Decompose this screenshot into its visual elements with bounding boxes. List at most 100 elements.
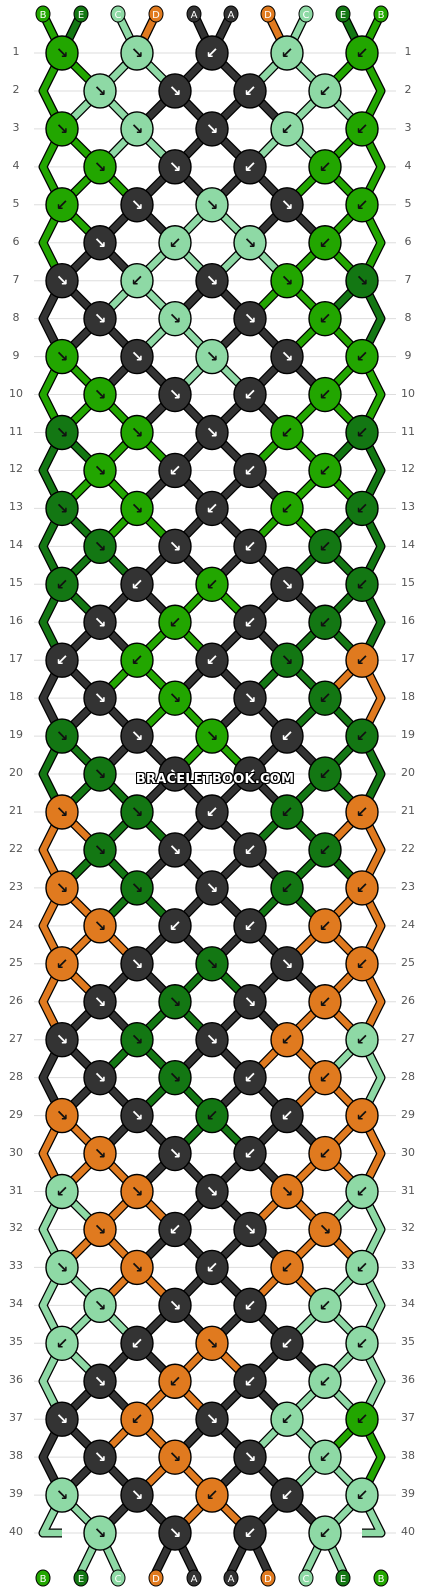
strand-label-bead [35,5,51,23]
knot-arrow-icon: ↙ [131,651,144,669]
knot: ↙ [120,1325,154,1362]
knot-arrow-icon: ↙ [131,272,144,290]
knot-arrow-icon: ↘ [169,1296,182,1314]
knot-arrow-icon: ↙ [319,310,332,328]
knot: ↘ [45,35,79,71]
knot: ↙ [345,1249,379,1286]
knot-arrow-icon: ↘ [169,82,182,100]
knot-circle [345,794,379,830]
knot: ↘ [83,984,117,1020]
knot-arrow-icon: ↙ [169,1372,182,1390]
strand-label-letter: D [264,10,272,21]
knot: ↘ [83,1363,117,1399]
knot: ↙ [345,111,379,147]
knot-circle [345,35,379,71]
knot: ↘ [195,338,229,375]
row-number-right: 6 [404,234,412,248]
knot: ↙ [308,1515,342,1551]
knot-arrow-icon: ↙ [319,841,332,859]
knot-circle [345,1401,379,1437]
row-number-left: 6 [12,234,20,248]
knot-arrow-icon: ↘ [206,1031,219,1049]
strand-label-bottom: E [73,1569,89,1587]
knot-arrow-icon: ↘ [169,386,182,404]
knot: ↙ [158,225,192,261]
row-number-right: 40 [401,1525,415,1539]
knot: ↘ [158,376,192,413]
knot-circle [270,794,304,830]
knot: ↙ [120,1401,154,1437]
knot-arrow-icon: ↘ [206,424,219,442]
row-number-left: 7 [12,272,20,286]
knot-circle [308,1515,342,1551]
knot-arrow-icon: ↘ [94,310,107,328]
knot-circle [83,1363,117,1399]
knot-circle [270,414,304,451]
knot-arrow-icon: ↘ [94,158,107,176]
knot-arrow-icon: ↙ [356,424,369,442]
strand-label-bead [223,1569,239,1587]
knot: ↙ [120,642,154,678]
knot-arrow-icon: ↙ [169,917,182,935]
knot-circle [233,604,267,640]
strand-label-bead [260,5,276,23]
knot: ↘ [45,338,79,375]
strand-label-letter: B [378,10,385,21]
strand-label-bead [186,5,202,23]
knot-arrow-icon: ↘ [94,537,107,555]
knot: ↘ [83,604,117,640]
knot-circle [233,832,267,868]
strand-label-bead [223,5,239,23]
knot-circle [345,566,379,602]
knot: ↘ [233,680,267,716]
knot: ↘ [83,73,117,109]
knot-circle [195,414,229,451]
strand-label-top: E [335,5,351,23]
row-number-left: 16 [9,614,23,628]
knot-circle [120,1325,154,1362]
knot-circle [45,1325,79,1362]
strand-label-letter: B [378,1574,385,1585]
knot-arrow-icon: ↙ [356,1410,369,1428]
knot-arrow-icon: ↙ [356,1183,369,1201]
knot-circle [120,490,154,527]
knot: ↘ [195,1401,229,1437]
knot-circle [45,946,79,982]
knot-circle [195,1325,229,1362]
knot-arrow-icon: ↘ [244,310,257,328]
knot-arrow-icon: ↘ [206,1410,219,1428]
strand-label-letter: E [340,10,346,21]
knot-arrow-icon: ↙ [319,1448,332,1466]
knot-arrow-icon: ↙ [356,1258,369,1276]
knot: ↙ [120,566,154,602]
knot-circle [83,1287,117,1324]
knot-arrow-icon: ↙ [281,499,294,517]
row-number-right: 18 [401,690,415,704]
knot: ↘ [83,680,117,716]
knot-arrow-icon: ↙ [356,196,369,214]
knot-arrow-icon: ↙ [319,1145,332,1163]
knot-arrow-icon: ↙ [244,613,257,631]
knot-circle [45,1021,79,1058]
knot-circle [45,111,79,147]
strand-label-top: D [148,5,164,23]
knot: ↙ [45,946,79,982]
knot: ↙ [233,528,267,565]
knot: ↙ [308,604,342,640]
knot: ↙ [345,642,379,678]
knot-arrow-icon: ↙ [244,765,257,783]
knot-arrow-icon: ↘ [131,1183,144,1201]
knot: ↙ [195,1249,229,1286]
knot-arrow-icon: ↙ [319,613,332,631]
knot-arrow-icon: ↘ [131,44,144,62]
knot-arrow-icon: ↘ [56,120,69,138]
knot-circle [233,1059,267,1096]
knot-arrow-icon: ↙ [169,234,182,252]
strand-label-bottom: B [35,1569,51,1587]
knot: ↘ [83,149,117,185]
knot-arrow-icon: ↘ [94,1372,107,1390]
knot-circle [45,718,79,754]
knot-circle [345,1249,379,1286]
knot-circle [195,642,229,678]
knot-circle [195,566,229,602]
